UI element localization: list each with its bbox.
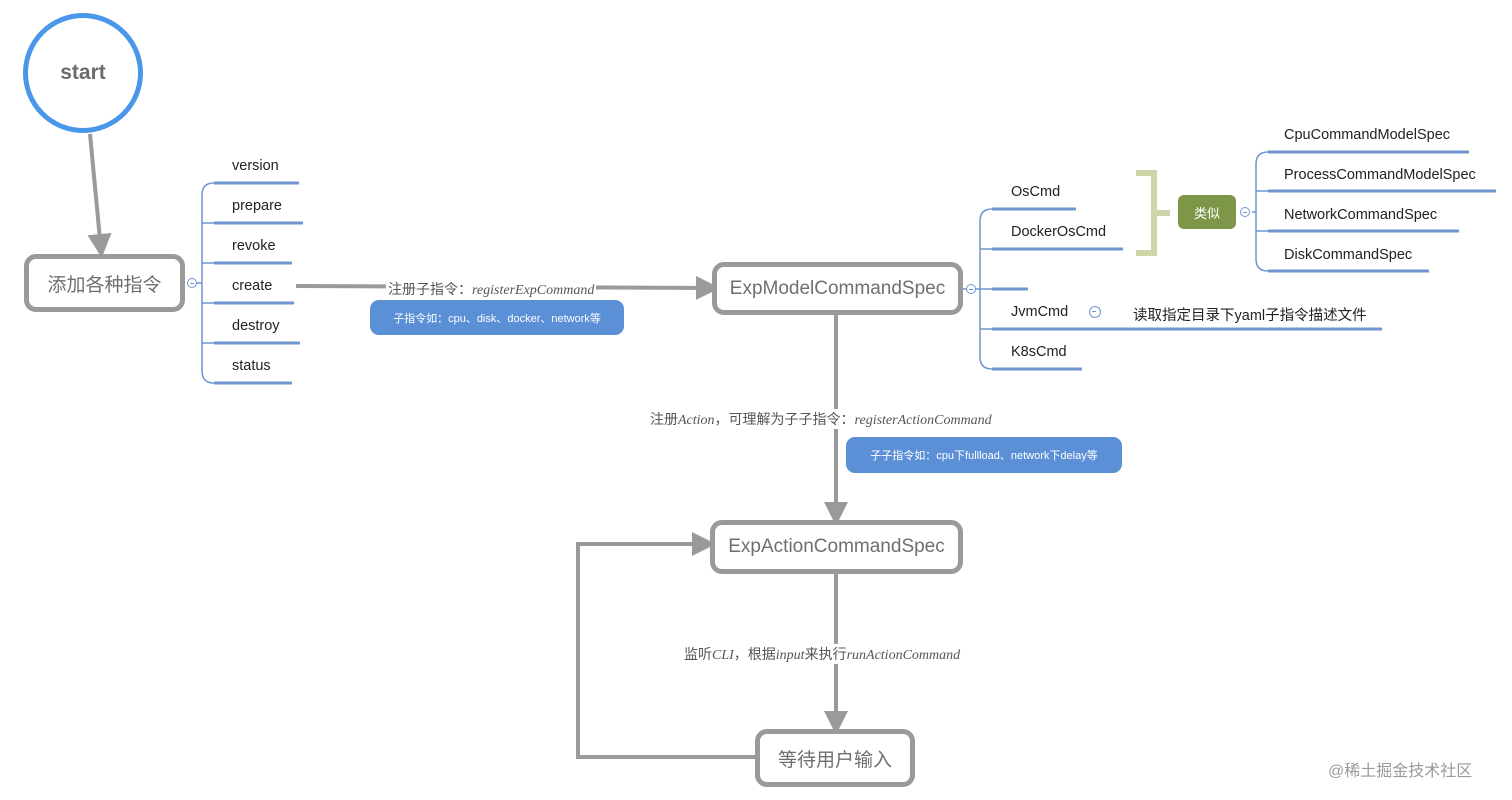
exp-action-label: ExpActionCommandSpec: [728, 536, 945, 557]
edge-wait-loop-to-action: [576, 532, 756, 759]
note-subsub-examples: 子子指令如：cpu下fullload、network下delay等: [846, 437, 1122, 473]
command-create[interactable]: create: [232, 278, 273, 294]
add-commands-node[interactable]: 添加各种指令: [24, 254, 185, 312]
spec-child-process[interactable]: ProcessCommandModelSpec: [1284, 167, 1476, 183]
exp-model-node[interactable]: ExpModelCommandSpec: [712, 262, 963, 315]
wait-input-label: 等待用户输入: [777, 749, 892, 771]
note-sub-examples: 子指令如：cpu、disk、docker、network等: [370, 300, 624, 335]
command-destroy[interactable]: destroy: [232, 318, 280, 334]
similar-collapse-icon[interactable]: [1240, 207, 1250, 217]
edge-start-to-add: [87, 133, 112, 258]
exp-model-label: ExpModelCommandSpec: [729, 277, 946, 299]
exp-model-collapse-icon[interactable]: [966, 284, 976, 294]
model-children-underlines: [992, 207, 1123, 371]
model-child-oscmd[interactable]: OsCmd: [1011, 184, 1061, 200]
start-label: start: [60, 61, 106, 84]
watermark: @稀土掘金技术社区: [1328, 763, 1473, 780]
spec-child-network[interactable]: NetworkCommandSpec: [1284, 207, 1438, 223]
spec-tree-lines: [1252, 151, 1269, 272]
jvmcmd-collapse-icon[interactable]: [1089, 306, 1101, 318]
exp-action-node[interactable]: ExpActionCommandSpec: [710, 520, 963, 574]
jvm-note[interactable]: 读取指定目录下yaml子指令描述文件: [1133, 308, 1367, 324]
command-status[interactable]: status: [232, 358, 271, 374]
edge-label-register-sub: 注册子指令：registerExpCommand: [386, 279, 597, 299]
model-child-jvmcmd[interactable]: JvmCmd: [1011, 304, 1069, 320]
add-commands-collapse-icon[interactable]: [187, 278, 197, 288]
edge-label-register-action: 注册Action，可理解为子子指令：registerActionCommand: [648, 409, 994, 429]
command-prepare[interactable]: prepare: [232, 198, 282, 214]
edge-label-listen-cli: 监听CLI，根据input来执行runActionCommand: [682, 644, 963, 664]
similar-bracket: [1136, 170, 1170, 256]
wait-input-node[interactable]: 等待用户输入: [755, 729, 915, 787]
model-child-dockeroscmd[interactable]: DockerOsCmd: [1011, 224, 1107, 240]
spec-children-underlines: [1268, 150, 1496, 273]
spec-child-cpu[interactable]: CpuCommandModelSpec: [1284, 127, 1451, 143]
add-commands-label: 添加各种指令: [47, 274, 162, 296]
command-underlines: [214, 181, 303, 385]
start-node[interactable]: start: [23, 13, 143, 133]
spec-child-disk[interactable]: DiskCommandSpec: [1284, 247, 1413, 263]
model-child-k8scmd[interactable]: K8sCmd: [1011, 344, 1067, 360]
command-revoke[interactable]: revoke: [232, 238, 276, 254]
similar-tag[interactable]: 类似: [1178, 195, 1236, 229]
command-version[interactable]: version: [232, 158, 279, 174]
